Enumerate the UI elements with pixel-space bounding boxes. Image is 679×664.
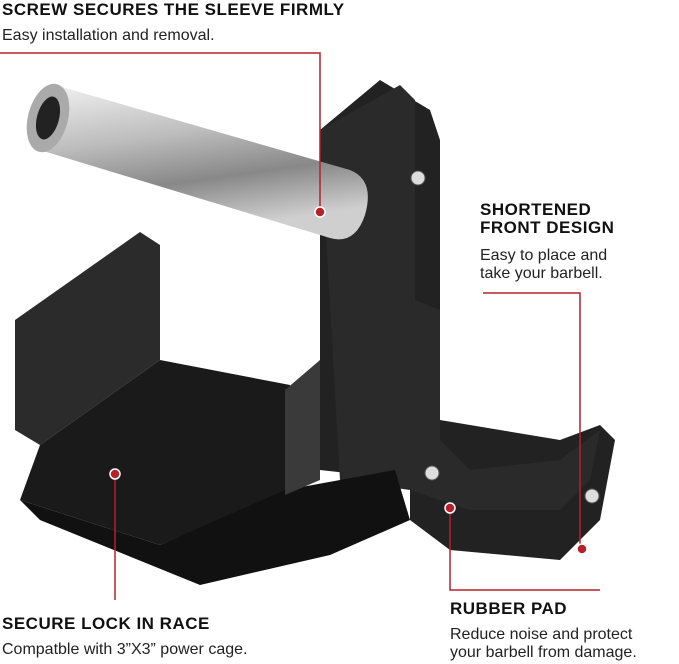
cradle-front <box>20 470 410 585</box>
cradle-lip <box>285 360 320 495</box>
bolt <box>584 488 600 504</box>
callout-desc-pad-1: Reduce noise and protect <box>450 626 633 643</box>
callout-title-front-1: SHORTENED <box>480 200 592 219</box>
callout-dot <box>109 468 121 480</box>
bolt <box>410 170 426 186</box>
callout-title-pad: RUBBER PAD <box>450 599 568 618</box>
callout-desc-front-2: take your barbell. <box>480 265 603 282</box>
callout-dot <box>444 502 456 514</box>
callout-dot <box>576 543 588 555</box>
callout-line-pad <box>449 508 600 591</box>
callout-desc-lock: Compatble with 3”X3” power cage. <box>2 641 248 658</box>
callout-desc-front-1: Easy to place and <box>480 247 608 264</box>
callout-title-screw: SCREW SECURES THE SLEEVE FIRMLY <box>2 0 345 19</box>
upright-plate <box>320 85 600 510</box>
bolt <box>424 465 440 481</box>
callout-desc-screw: Easy installation and removal. <box>2 27 215 44</box>
cradle-floor <box>20 360 290 545</box>
callout-line-screw <box>0 52 321 212</box>
callout-line-front <box>483 292 581 549</box>
callout-dot <box>314 206 326 218</box>
cradle-left <box>15 232 160 445</box>
callout-desc-pad-2: your barbell from damage. <box>450 644 637 661</box>
sleeve <box>40 85 368 240</box>
callout-title-lock: SECURE LOCK IN RACE <box>2 614 210 633</box>
callout-title-front-2: FRONT DESIGN <box>480 218 615 237</box>
